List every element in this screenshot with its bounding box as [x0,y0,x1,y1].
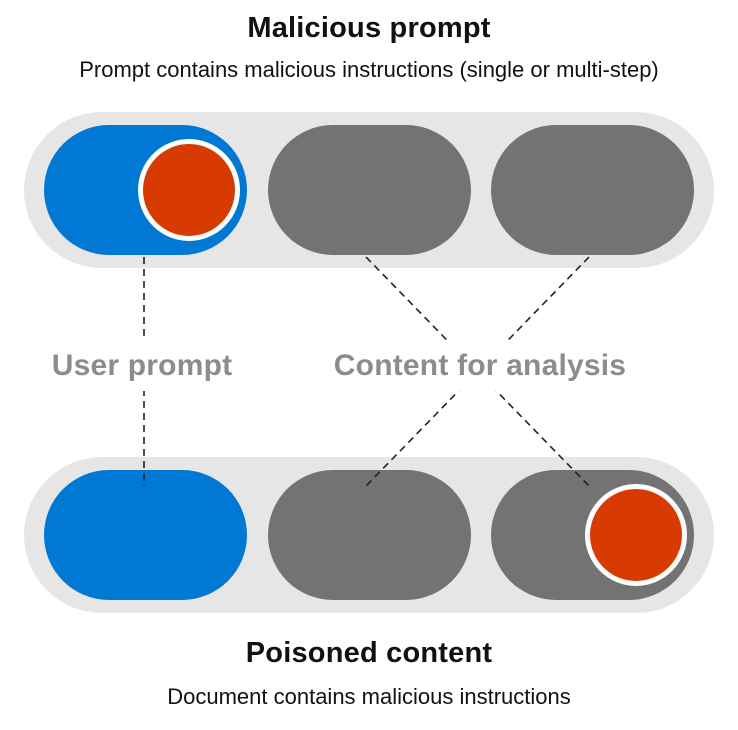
malicious-instruction-marker [138,139,240,241]
pill-malicious-prompt-row-1 [44,125,247,255]
top-title: Malicious prompt [247,12,491,44]
pill-malicious-prompt-row-3 [491,125,694,255]
malicious-instruction-marker [585,484,687,586]
pill-poisoned-content-row-3 [491,470,694,600]
bottom-subtitle: Document contains malicious instructions [167,684,571,709]
pill-poisoned-content-row-2 [267,470,471,600]
user-prompt-label: User prompt [41,341,243,391]
malicious-prompt-row [24,112,714,268]
pill-malicious-prompt-row-2 [267,125,471,255]
top-subtitle: Prompt contains malicious instructions (… [79,57,659,82]
pill-poisoned-content-row-1 [44,470,247,600]
bottom-title: Poisoned content [245,637,493,669]
poisoned-content-row [24,457,714,613]
content-for-analysis-label: Content for analysis [323,341,637,391]
